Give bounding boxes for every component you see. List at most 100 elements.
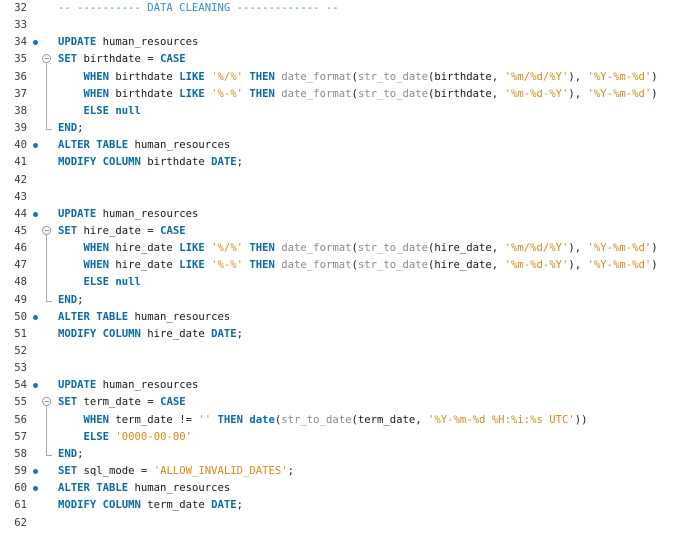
code-line-47[interactable]: 47 WHEN hire_date LIKE '%-%' THEN date_f… xyxy=(0,257,680,274)
code-token: MODIFY COLUMN xyxy=(58,499,141,512)
fold-toggle-icon[interactable] xyxy=(42,397,51,407)
fold-guide xyxy=(46,406,47,455)
code-token: LIKE xyxy=(179,259,205,272)
statement-marker-icon[interactable] xyxy=(33,211,38,217)
code-line-43[interactable]: 43 xyxy=(0,189,680,206)
code-token: ; xyxy=(77,293,84,306)
code-token: ) xyxy=(651,242,658,255)
code-line-46[interactable]: 46 WHEN hire_date LIKE '%/%' THEN date_f… xyxy=(0,240,680,257)
code-indent xyxy=(58,414,84,426)
line-number: 53 xyxy=(14,362,27,375)
code-token: WHEN xyxy=(83,413,110,426)
code-token: LIKE xyxy=(179,70,205,83)
code-token: '%m/%d/%Y' xyxy=(504,242,569,255)
code-token: THEN xyxy=(249,87,275,100)
code-token: str_to_date xyxy=(281,413,352,426)
code-line-33[interactable]: 33 xyxy=(0,17,680,34)
code-line-52[interactable]: 52 xyxy=(0,343,680,360)
statement-marker-icon[interactable] xyxy=(33,383,38,389)
code-line-37[interactable]: 37 WHEN birthdate LIKE '%-%' THEN date_f… xyxy=(0,86,680,103)
fold-toggle-icon[interactable] xyxy=(42,225,51,235)
fold-guide-end xyxy=(46,300,52,302)
code-line-56[interactable]: 56 WHEN term_date != '' THEN date(str_to… xyxy=(0,412,680,429)
code-token: ; xyxy=(287,465,295,478)
fold-guide-end xyxy=(46,454,52,456)
code-token: THEN xyxy=(249,242,275,255)
code-token: ( xyxy=(351,70,358,83)
code-token: human_resources xyxy=(128,310,231,323)
statement-marker-icon[interactable] xyxy=(33,314,38,320)
code-token: UPDATE xyxy=(58,36,97,49)
line-number: 37 xyxy=(14,87,27,100)
fold-toggle-icon[interactable] xyxy=(42,54,51,64)
code-token: ) xyxy=(651,87,658,100)
code-text: UPDATE human_resources xyxy=(58,206,198,223)
line-number: 42 xyxy=(14,173,27,186)
code-token: SET xyxy=(58,53,78,66)
line-number: 35 xyxy=(14,53,27,66)
line-number: 49 xyxy=(14,293,27,306)
code-line-57[interactable]: 57 ELSE '0000-00-00' xyxy=(0,429,680,446)
line-number: 43 xyxy=(14,190,27,203)
code-text: ALTER TABLE human_resources xyxy=(58,480,230,497)
fold-guide xyxy=(46,63,47,130)
code-token: '%-%' xyxy=(211,87,243,100)
code-line-32[interactable]: 32-- ---------- DATA CLEANING ----------… xyxy=(0,0,680,17)
code-token: ELSE xyxy=(83,276,110,289)
code-token: ), xyxy=(568,259,588,272)
code-token: ALTER TABLE xyxy=(58,482,129,495)
code-text: END; xyxy=(58,120,84,137)
code-line-42[interactable]: 42 xyxy=(0,172,680,189)
code-token: '%Y-%m-%d' xyxy=(587,259,652,272)
code-token: str_to_date xyxy=(357,70,429,83)
code-text: WHEN hire_date LIKE '%-%' THEN date_form… xyxy=(58,257,658,274)
code-token: ( xyxy=(274,413,282,426)
code-text: UPDATE human_resources xyxy=(58,34,198,51)
statement-marker-icon[interactable] xyxy=(33,143,38,149)
code-token: WHEN xyxy=(83,242,110,255)
code-token: '%/%' xyxy=(211,242,243,255)
code-line-62[interactable]: 62 xyxy=(0,515,680,532)
line-number: 36 xyxy=(14,70,27,83)
code-token: MODIFY COLUMN xyxy=(58,327,141,340)
code-token: birthdate xyxy=(140,156,212,169)
code-token: WHEN xyxy=(83,87,110,100)
code-line-48[interactable]: 48 ELSE null xyxy=(0,274,680,291)
code-token: '%-%' xyxy=(211,259,243,272)
line-number: 46 xyxy=(14,242,27,255)
code-token: MODIFY COLUMN xyxy=(58,156,141,169)
code-token: DATE xyxy=(211,499,237,512)
code-token: ALTER TABLE xyxy=(58,310,129,323)
code-token: '0000-00-00' xyxy=(115,430,192,443)
code-line-36[interactable]: 36 WHEN birthdate LIKE '%/%' THEN date_f… xyxy=(0,69,680,86)
statement-marker-icon[interactable] xyxy=(33,40,38,46)
code-text: SET term_date = CASE xyxy=(58,394,186,411)
code-token: END xyxy=(58,447,78,460)
statement-marker-icon[interactable] xyxy=(33,469,38,475)
code-line-53[interactable]: 53 xyxy=(0,360,680,377)
statement-marker-icon[interactable] xyxy=(33,486,38,492)
code-indent xyxy=(58,259,84,271)
code-token: ; xyxy=(77,122,84,135)
code-token: ( xyxy=(351,259,358,272)
code-line-38[interactable]: 38 ELSE null xyxy=(0,103,680,120)
code-token: DATE xyxy=(211,327,237,340)
code-text: -- ---------- DATA CLEANING ------------… xyxy=(58,0,339,17)
